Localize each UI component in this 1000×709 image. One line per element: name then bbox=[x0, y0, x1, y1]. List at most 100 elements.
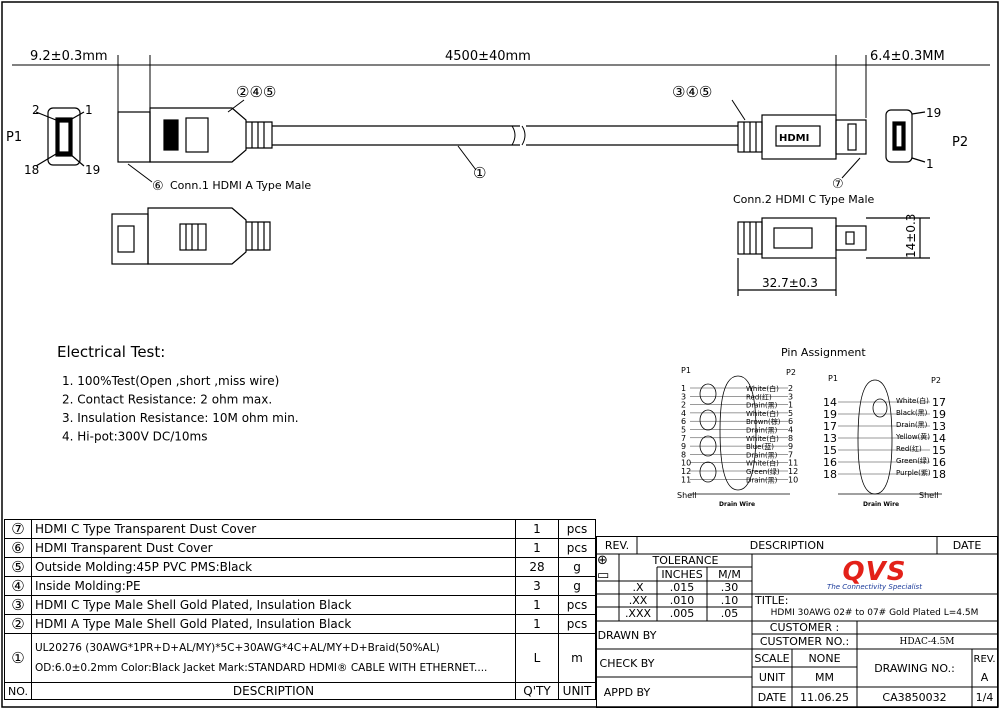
pa-right-p2-pin: 18 bbox=[932, 468, 946, 481]
bom-qty: 1 bbox=[515, 614, 559, 634]
p1-pin-18: 18 bbox=[24, 163, 39, 177]
pa-right-p2-pin: 16 bbox=[932, 456, 946, 469]
pa-left-wire: Drain(黑) bbox=[746, 451, 778, 459]
bom-no: ④ bbox=[4, 576, 32, 596]
tb-drawing-no: CA3850032 bbox=[882, 690, 947, 704]
tol-p: .X bbox=[632, 581, 644, 594]
pa-left-wire: Drain(黑) bbox=[746, 427, 778, 435]
bom-hdr-no: NO. bbox=[4, 682, 32, 700]
bom-cable-qty: L bbox=[515, 633, 559, 683]
bom-no: ③ bbox=[4, 595, 32, 615]
pa-right-p2-pin: 15 bbox=[932, 444, 946, 457]
bom-qty: 3 bbox=[515, 576, 559, 596]
tb-gdt-icon: ⊕ ▭ bbox=[597, 552, 610, 583]
pa-left-wire: Blue(蓝) bbox=[746, 442, 774, 451]
pa-right-wire: White(白) bbox=[896, 396, 929, 405]
conn1-label: Conn.1 HDMI A Type Male bbox=[170, 179, 311, 192]
hdmi-logo-c: HDMI bbox=[779, 133, 809, 144]
pa-left-p1-pin: 12 bbox=[681, 467, 691, 476]
p1-label: P1 bbox=[6, 130, 22, 145]
pa-left-p1-pin: 8 bbox=[681, 450, 686, 459]
pa-right-wire: Green(绿) bbox=[896, 456, 930, 465]
bom-unit: g bbox=[558, 576, 596, 596]
pa-right-p1: P1 bbox=[828, 374, 838, 383]
bom-qty: 1 bbox=[515, 538, 559, 558]
tb-customer-label: CUSTOMER : bbox=[769, 621, 840, 634]
pa-left-wire: White(白) bbox=[746, 434, 779, 443]
pa-left-p1-pin: 2 bbox=[681, 401, 686, 410]
pa-left-wire: Drain(黑) bbox=[746, 476, 778, 484]
pa-drain-right: Drain Wire bbox=[863, 501, 899, 508]
connector-c-top bbox=[526, 114, 867, 160]
bom-cable-line2: OD:6.0±0.2mm Color:Black Jacket Mark:STA… bbox=[35, 662, 488, 674]
bom-unit: pcs bbox=[558, 538, 596, 558]
p1-pin-1: 1 bbox=[85, 103, 93, 117]
pa-left-p1-pin: 5 bbox=[681, 426, 686, 435]
pa-left-wire: Brown(棕) bbox=[746, 417, 781, 426]
bom-no: ⑤ bbox=[4, 557, 32, 577]
pa-left-p1-pin: 9 bbox=[681, 442, 686, 451]
tb-rev-label: REV. bbox=[973, 653, 996, 665]
pa-left-p2-pin: 4 bbox=[788, 426, 793, 435]
dim-right-plug: 6.4±0.3MM bbox=[870, 49, 945, 64]
bom-unit: pcs bbox=[558, 595, 596, 615]
tb-appd-by: APPD BY bbox=[603, 685, 651, 699]
tb-date-header: DATE bbox=[952, 539, 982, 552]
hdmi-logo-a: HDMI bbox=[166, 126, 175, 150]
tol-in: .010 bbox=[669, 594, 695, 607]
tb-check-by: CHECK BY bbox=[599, 656, 655, 670]
callout-6: ⑥ bbox=[152, 179, 164, 194]
tol-p: .XX bbox=[628, 594, 648, 607]
pa-right-p1-pin: 16 bbox=[823, 456, 837, 469]
pa-right-p1-pin: 13 bbox=[823, 432, 837, 445]
tb-customer-no-label: CUSTOMER NO.: bbox=[759, 635, 850, 648]
bom-desc: Outside Molding:45P PVC PMS:Black bbox=[31, 557, 516, 577]
pa-left-p2-pin: 12 bbox=[788, 467, 798, 476]
pa-left-p2-pin: 7 bbox=[788, 450, 793, 459]
pa-left-wire: Drain(黑) bbox=[746, 402, 778, 410]
pa-left-p2-pin: 2 bbox=[788, 384, 793, 393]
pa-left-wire: White(白) bbox=[746, 409, 779, 418]
callout-left: ②④⑤ bbox=[236, 83, 276, 101]
bom-no: ② bbox=[4, 614, 32, 634]
pa-right-wire: Black(黑) bbox=[896, 409, 928, 417]
connector-a-top bbox=[117, 107, 520, 163]
pa-right-p1-pin: 14 bbox=[823, 396, 837, 409]
pa-left-p2-pin: 10 bbox=[788, 475, 798, 484]
p2-pin-19: 19 bbox=[926, 106, 941, 120]
pin-assignment-shapes bbox=[690, 375, 942, 495]
electrical-item: 2. Contact Resistance: 2 ohm max. bbox=[62, 393, 272, 407]
pa-right-p2-pin: 14 bbox=[932, 432, 946, 445]
pa-left-p1-pin: 4 bbox=[681, 409, 686, 418]
callout-right: ③④⑤ bbox=[672, 83, 712, 101]
pa-right-p1-pin: 17 bbox=[823, 420, 837, 433]
bom-no: ⑦ bbox=[4, 519, 32, 539]
pa-left-wire: Green(绿) bbox=[746, 467, 780, 476]
p2-label: P2 bbox=[952, 135, 968, 150]
callout-cable: ① bbox=[473, 164, 486, 182]
p2-pin-1: 1 bbox=[926, 157, 934, 171]
pa-right-p1-pin: 19 bbox=[823, 408, 837, 421]
dim-length: 4500±40mm bbox=[445, 49, 531, 64]
tb-inches: INCHES bbox=[661, 567, 703, 581]
pa-right-wire: Yellow(黄) bbox=[895, 432, 930, 441]
tol-mm: .05 bbox=[720, 607, 739, 620]
qvs-logo: QVS bbox=[842, 557, 907, 587]
bom-desc: Inside Molding:PE bbox=[31, 576, 516, 596]
connector-c-side bbox=[737, 217, 930, 296]
pa-left-wire: White(白) bbox=[746, 459, 779, 468]
pa-left-p1: P1 bbox=[681, 366, 691, 375]
electrical-item: 4. Hi-pot:300V DC/10ms bbox=[62, 430, 207, 444]
bom-unit: g bbox=[558, 557, 596, 577]
tb-rev-val: A bbox=[980, 670, 989, 684]
pa-left-p2: P2 bbox=[786, 368, 796, 377]
tb-unit-label: UNIT bbox=[758, 670, 786, 684]
pa-right-wire: Red(红) bbox=[896, 444, 922, 453]
